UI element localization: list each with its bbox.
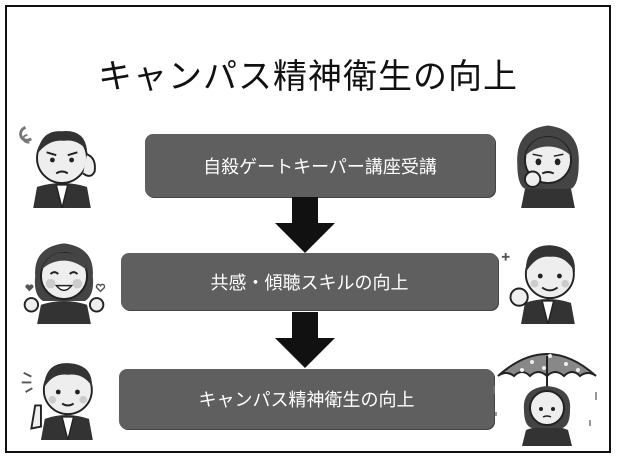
smiling-woman-illustration <box>23 243 106 324</box>
arrow-down-icon <box>275 312 335 368</box>
confident-man-illustration <box>501 245 575 324</box>
umbrella-woman-illustration <box>493 353 597 446</box>
slide: キャンパス精神衛生の向上 自殺ゲートキーパー講座受講 共感・傾聴スキルの向上 キ… <box>5 5 611 453</box>
step-label-1: 自殺ゲートキーパー講座受講 <box>203 156 437 178</box>
slide-title: キャンパス精神衛生の向上 <box>98 57 518 97</box>
crying-woman-illustration <box>517 125 579 208</box>
step-box-3: キャンパス精神衛生の向上 <box>119 369 494 429</box>
step-label-3: キャンパス精神衛生の向上 <box>198 390 415 411</box>
step-label-2: 共感・傾聴スキルの向上 <box>210 272 409 294</box>
worried-man-illustration <box>19 126 96 208</box>
step-box-2: 共感・傾聴スキルの向上 <box>121 253 498 310</box>
pointing-man-illustration <box>21 363 93 440</box>
step-box-1: 自殺ゲートキーパー講座受講 <box>145 134 495 197</box>
arrow-down-icon <box>275 197 335 253</box>
